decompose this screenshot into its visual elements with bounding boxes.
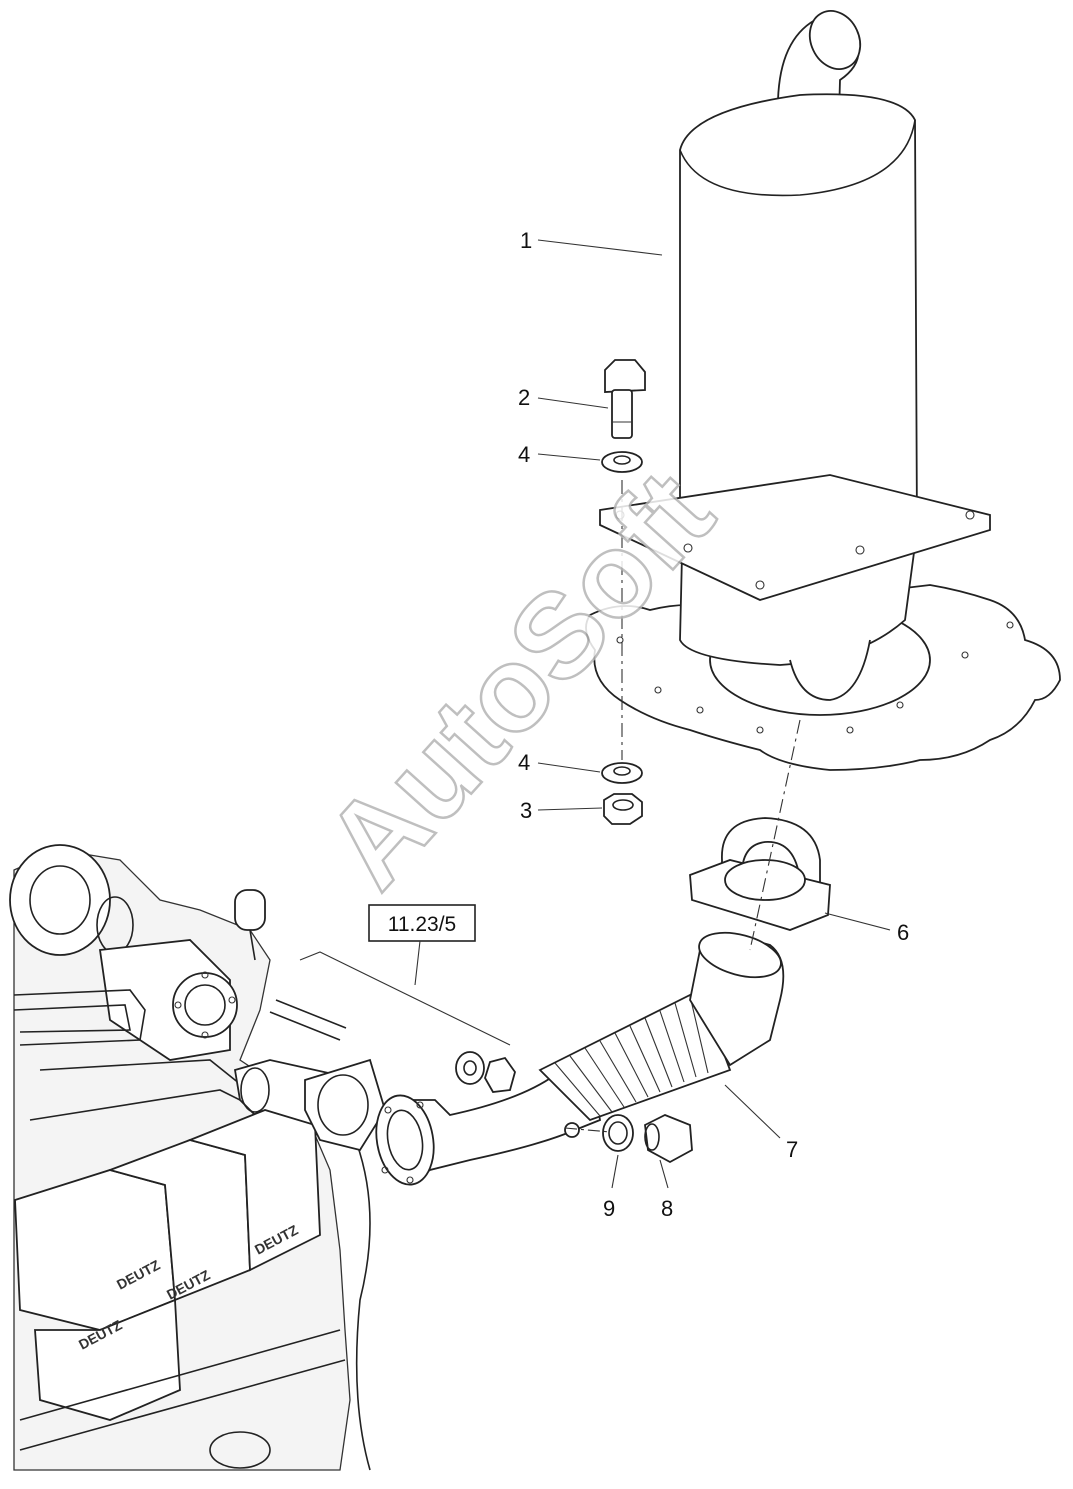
callout-leaders [537, 239, 891, 1189]
washer-4-bottom [601, 762, 643, 784]
reference-box[interactable]: 11.23/5 [368, 904, 476, 942]
clamp-axis-line [749, 719, 801, 951]
plug-axis [564, 1127, 611, 1133]
engine-block: DEUTZ DEUTZ DEUTZ DEUTZ [9, 844, 372, 1471]
callout-1: 1 [520, 228, 532, 253]
callout-4-top: 4 [518, 442, 530, 467]
callout-4-bottom: 4 [518, 750, 530, 775]
callout-7: 7 [786, 1137, 798, 1162]
plug-8 [644, 1114, 693, 1164]
callout-8: 8 [661, 1196, 673, 1221]
callout-3: 3 [520, 798, 532, 823]
clamp-6 [689, 817, 831, 931]
flange-hardware [455, 1051, 516, 1093]
bellows-ribs [554, 995, 709, 1117]
washer-4-top [601, 451, 643, 473]
manifold-gasket [304, 1058, 386, 1152]
reference-leader [299, 940, 511, 1046]
reference-label: 11.23/5 [388, 913, 457, 936]
muffler-1 [599, 10, 991, 701]
callout-9: 9 [603, 1196, 615, 1221]
bolt-2 [604, 359, 646, 439]
callout-6: 6 [897, 920, 909, 945]
exhaust-pipe-7 [375, 931, 785, 1186]
callout-2: 2 [518, 385, 530, 410]
nut-3 [603, 793, 643, 825]
seal-ring-9 [602, 1114, 634, 1152]
